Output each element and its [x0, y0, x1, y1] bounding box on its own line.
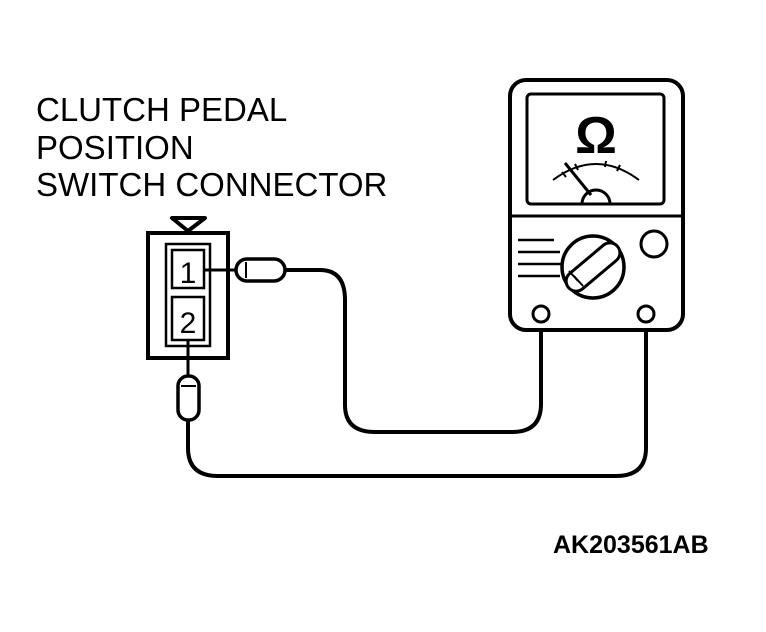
meter-scale-tick	[574, 163, 579, 171]
test-probe-1	[204, 257, 287, 283]
zero-adjust-knob	[639, 229, 669, 259]
meter-needle-pivot	[580, 188, 612, 206]
meter-scale-tick	[604, 160, 607, 168]
title-line-1: CLUTCH PEDAL	[36, 91, 288, 128]
meter-jack-1	[531, 304, 551, 324]
lead-wire-2	[186, 315, 648, 478]
meter-jack-2	[636, 304, 656, 324]
probe-1-body	[234, 257, 287, 283]
range-selector-knob	[564, 241, 622, 293]
title-line-2: POSITION	[36, 129, 194, 166]
meter-needle	[563, 162, 593, 196]
ohm-symbol-icon: Ω	[575, 107, 617, 165]
range-selector-grip	[568, 270, 579, 282]
meter-scale-tick	[616, 164, 621, 172]
title-line-3: SWITCH CONNECTOR	[36, 166, 388, 203]
reference-code: AK203561AB	[553, 531, 709, 559]
connector-lock-triangle-icon	[170, 216, 207, 233]
switch-connector: 1 2	[146, 216, 230, 360]
terminal-2-label: 2	[180, 307, 197, 340]
meter-scale-tick	[561, 171, 567, 178]
probe-2-body	[176, 374, 201, 422]
ohmmeter: Ω	[508, 78, 685, 332]
meter-scale-arc	[552, 163, 640, 181]
terminal-2-cell	[170, 295, 206, 342]
terminal-1-label: 1	[180, 257, 197, 290]
lead-wire-1	[285, 268, 543, 434]
